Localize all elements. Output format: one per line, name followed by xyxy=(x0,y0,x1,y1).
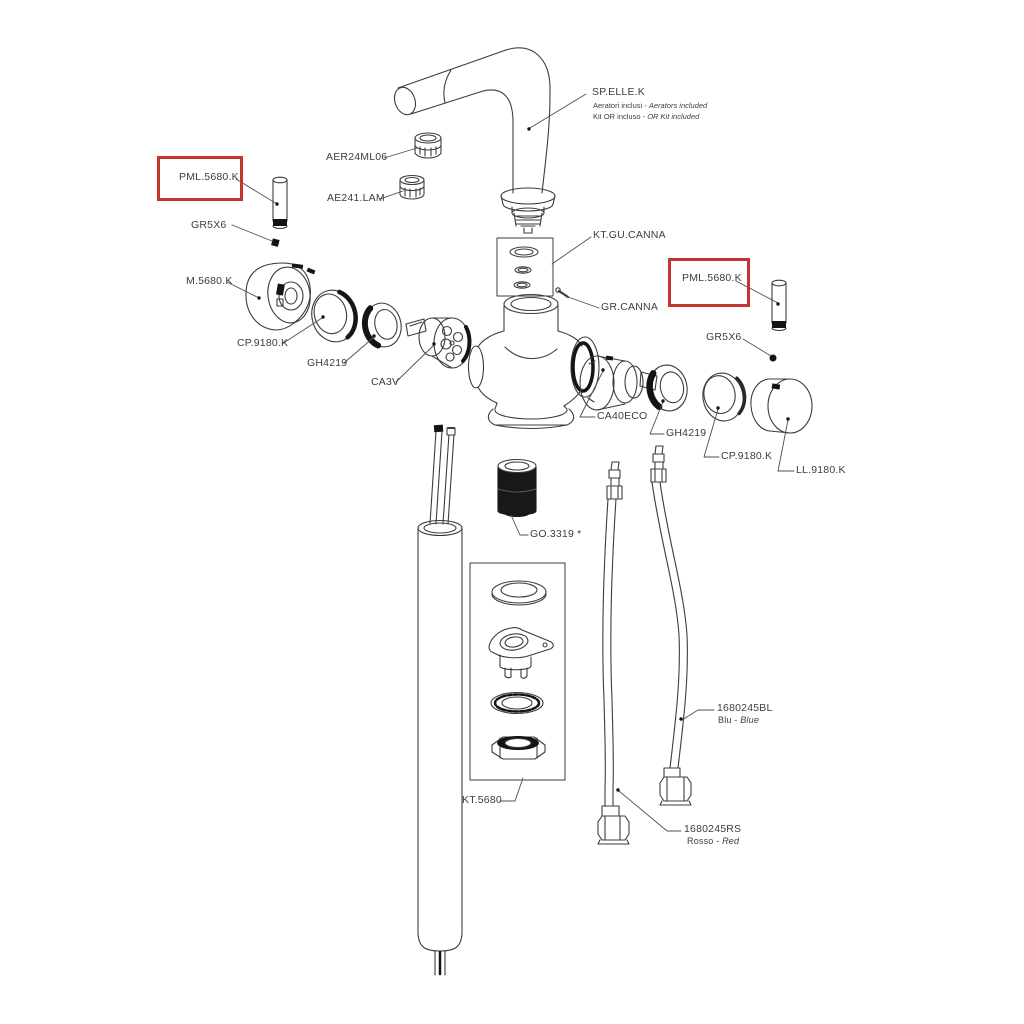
aerator-ae241lam-part xyxy=(399,174,425,200)
note1-english: Aerators included xyxy=(648,101,708,110)
oring-kit-ktgucanna-box xyxy=(496,237,554,297)
label-ca40eco: CA40ECO xyxy=(597,410,648,422)
label-hose-blue-color: Blu - Blue xyxy=(718,715,759,725)
highlight-box-pml-left[interactable] xyxy=(157,156,243,201)
label-ca3v: CA3V xyxy=(371,376,400,388)
note2-english: OR Kit included xyxy=(647,112,700,121)
hose-blue-color-english: Blue xyxy=(740,715,760,725)
label-sp-note1: Aeratori inclusi - Aerators included xyxy=(593,101,708,111)
highlight-box-pml-right[interactable] xyxy=(668,258,750,307)
cartridge-ca40eco-part xyxy=(579,355,658,411)
label-hose-red-color: Rosso - Red xyxy=(687,836,739,846)
label-hose-red-code: 1680245RS xyxy=(684,823,742,835)
label-gr5x6-left: GR5X6 xyxy=(191,219,227,231)
weight-go3319-part xyxy=(497,458,537,517)
label-cp-9180-left: CP.9180.K xyxy=(237,337,289,349)
label-sp-note2: Kit OR incluso - OR Kit included xyxy=(593,112,700,122)
note2-italian: Kit OR incluso - xyxy=(593,112,648,121)
cartridge-ca3v-part xyxy=(405,317,472,369)
label-m-5680: M.5680.K xyxy=(186,275,233,287)
fixing-kit-kt5680-box xyxy=(469,562,566,781)
label-sp-elle-k: SP.ELLE.K xyxy=(592,86,645,98)
hose-blue-part xyxy=(650,445,692,806)
label-ll-9180: LL.9180.K xyxy=(796,464,846,476)
hose-red-color-english: Red xyxy=(722,836,740,846)
ring-cp9180-left-part xyxy=(311,289,358,343)
aerator-aer24ml06-part xyxy=(414,132,442,159)
label-aer24ml06: AER24ML06 xyxy=(326,151,388,163)
ring-gh4219-left-part xyxy=(361,302,402,349)
grub-screw-gr5x6-left-part xyxy=(271,238,280,247)
label-kt-gu-canna: KT.GU.CANNA xyxy=(593,229,666,241)
pin-pml-right-part xyxy=(771,279,787,332)
label-gr5x6-right: GR5X6 xyxy=(706,331,742,343)
handle-m5680-part xyxy=(245,262,316,331)
label-gh4219-right: GH4219 xyxy=(666,427,707,439)
leader-lines xyxy=(226,93,795,832)
shank-tube-part xyxy=(417,424,463,976)
knob-ll9180-part xyxy=(750,378,813,434)
faucet-body-part xyxy=(467,293,600,430)
hose-red-part xyxy=(597,461,630,845)
label-hose-blue-code: 1680245BL xyxy=(717,702,773,714)
label-gr-canna: GR.CANNA xyxy=(601,301,659,313)
label-pml-5680-right[interactable]: PML.5680.K xyxy=(682,272,742,284)
note1-italian: Aeratori inclusi - xyxy=(593,101,649,110)
label-gh4219-left: GH4219 xyxy=(307,357,348,369)
hose-blue-color-italian: Blu - xyxy=(718,715,741,725)
pin-pml-left-part xyxy=(272,176,288,230)
ring-gh4219-right-part xyxy=(646,364,688,412)
spout-part xyxy=(393,47,556,234)
label-go-3319: GO.3319 * xyxy=(530,528,582,540)
label-kt-5680: KT.5680 xyxy=(462,794,502,806)
label-ae241-lam: AE241.LAM xyxy=(327,192,385,204)
screw-grcanna-part xyxy=(555,287,570,299)
label-cp-9180-right: CP.9180.K xyxy=(721,450,773,462)
label-pml-5680-left[interactable]: PML.5680.K xyxy=(179,171,239,183)
hose-red-color-italian: Rosso - xyxy=(687,836,723,846)
ring-cp9180-right-part xyxy=(702,372,747,422)
